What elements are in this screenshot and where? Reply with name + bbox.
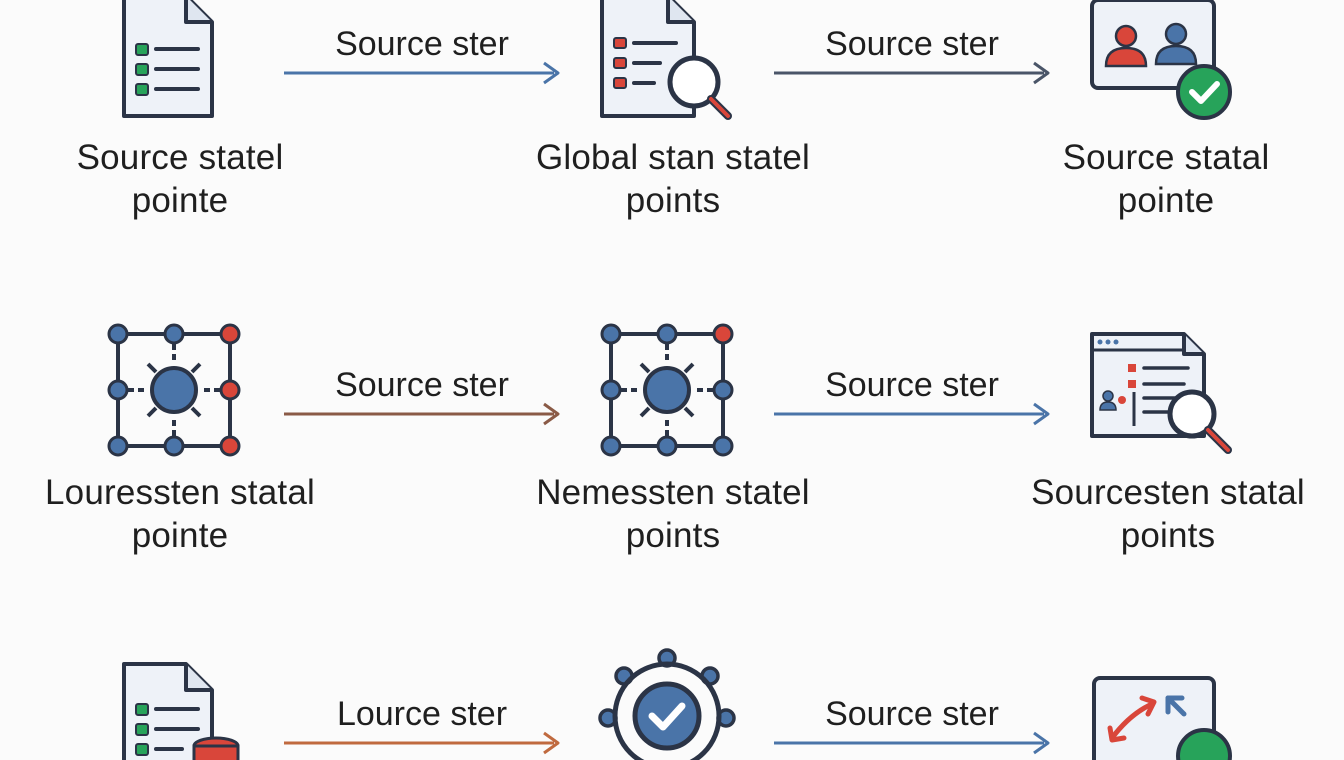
flow-arrow: Lource ster xyxy=(282,690,582,760)
edge-label: Source ster xyxy=(825,695,999,733)
edge-label: Source ster xyxy=(335,366,509,404)
gear-check-icon xyxy=(598,648,736,760)
network-grid-icon xyxy=(106,322,242,458)
edge-label: Lource ster xyxy=(336,695,508,733)
arrow-icon xyxy=(774,61,1050,85)
edge-label: Source ster xyxy=(825,366,999,404)
document-database-icon xyxy=(118,660,248,760)
arrow-icon xyxy=(284,61,560,85)
flow-arrow: Source ster xyxy=(772,20,1072,90)
edge-label: Source ster xyxy=(825,25,999,63)
edge-label: Source ster xyxy=(335,25,509,63)
document-list-icon xyxy=(118,0,218,120)
document-search-icon xyxy=(598,0,738,125)
flow-arrow: Source ster xyxy=(282,361,582,431)
network-grid-icon xyxy=(599,322,735,458)
arrow-icon xyxy=(284,402,560,426)
flow-arrow: Source ster xyxy=(772,361,1072,431)
arrow-icon xyxy=(774,402,1050,426)
users-verified-icon xyxy=(1088,0,1238,125)
flow-arrow: Source ster xyxy=(772,690,1072,760)
flow-arrow: Source ster xyxy=(282,20,582,90)
browser-search-icon xyxy=(1088,330,1238,460)
transfer-verified-icon xyxy=(1090,674,1240,760)
